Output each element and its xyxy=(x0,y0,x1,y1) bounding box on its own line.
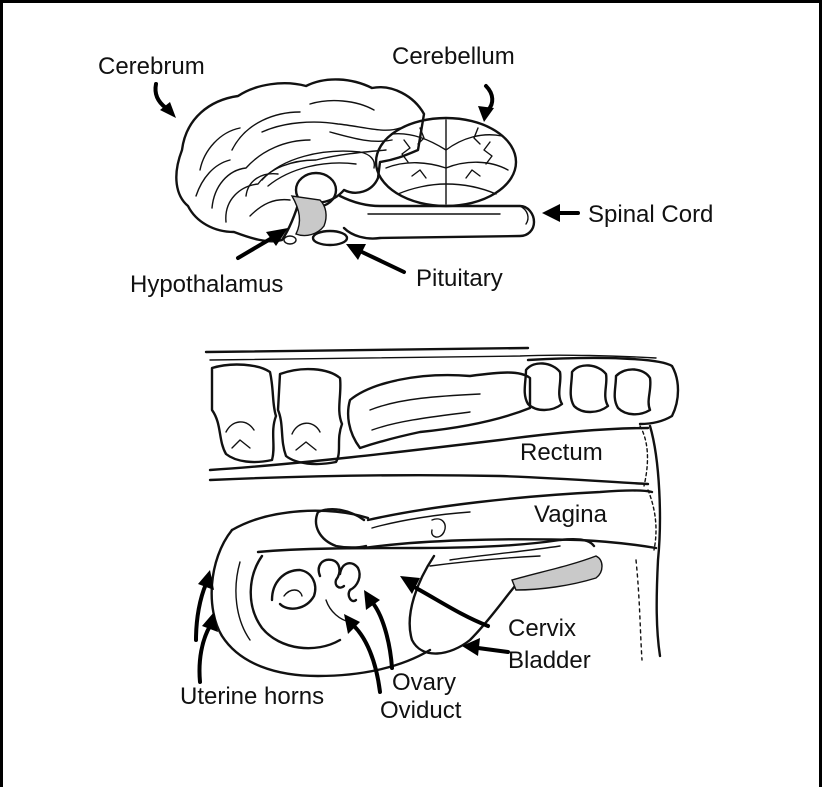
brain-arrows xyxy=(155,84,578,272)
reproductive-tract-illustration xyxy=(206,348,678,676)
brainstem-shape xyxy=(340,196,534,239)
label-vagina: Vagina xyxy=(534,501,608,528)
vagina-tube xyxy=(368,491,652,521)
label-cervix: Cervix xyxy=(508,615,576,642)
label-oviduct: Oviduct xyxy=(380,697,462,724)
hypothalamus-region xyxy=(292,196,326,236)
label-ovary: Ovary xyxy=(392,669,456,696)
label-pituitary: Pituitary xyxy=(416,265,503,292)
label-cerebellum: Cerebellum xyxy=(392,43,515,70)
label-bladder: Bladder xyxy=(508,647,591,674)
label-spinal-cord: Spinal Cord xyxy=(588,201,713,228)
label-uterine-horns: Uterine horns xyxy=(180,683,324,710)
pituitary-gland xyxy=(313,231,347,245)
label-rectum: Rectum xyxy=(520,439,603,466)
brain-illustration xyxy=(176,79,534,245)
label-hypothalamus: Hypothalamus xyxy=(130,271,283,298)
label-cerebrum: Cerebrum xyxy=(98,53,205,80)
bladder-shape xyxy=(410,556,520,654)
uterus-body xyxy=(232,511,368,530)
